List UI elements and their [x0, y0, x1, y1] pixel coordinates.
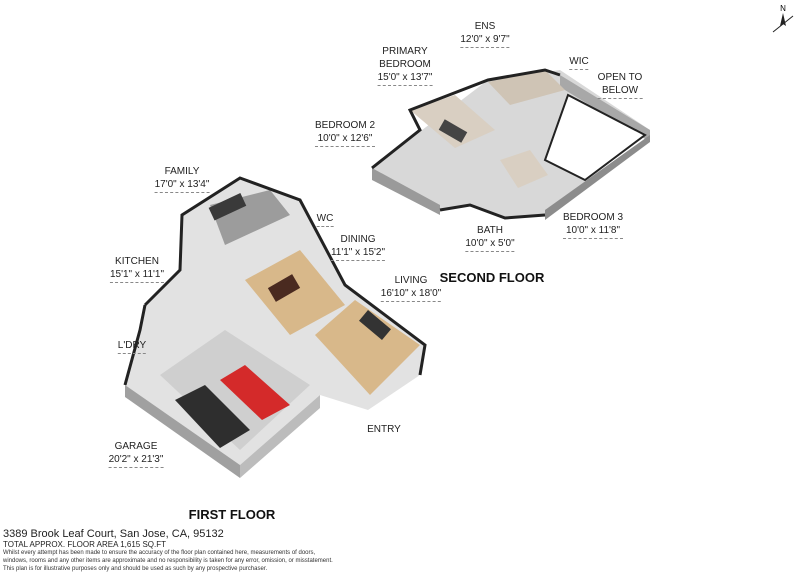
room-dims: 10'0" x 5'0"	[465, 237, 515, 252]
second-floor-title: SECOND FLOOR	[439, 270, 545, 285]
room-label-bedroom-3: BEDROOM 3 10'0" x 11'8"	[562, 211, 624, 239]
room-name: WC	[316, 212, 334, 227]
room-label-dining: DINING 11'1" x 15'2"	[330, 233, 386, 261]
compass: N	[770, 2, 796, 38]
room-dims: 12'0" x 9'7"	[460, 33, 510, 48]
room-name: WIC	[569, 55, 589, 70]
room-dims: 11'1" x 15'2"	[330, 246, 386, 261]
room-label-primary-bedroom: PRIMARY BEDROOM 15'0" x 13'7"	[377, 45, 433, 86]
first-floor-title: FIRST FLOOR	[188, 507, 276, 522]
room-dims: 10'0" x 12'6"	[314, 132, 376, 147]
room-label-wc: WC	[316, 212, 334, 227]
room-dims: 17'0" x 13'4"	[154, 178, 210, 193]
room-label-open-to-below: OPEN TO BELOW	[597, 71, 643, 99]
room-name: LIVING	[394, 275, 428, 286]
room-label-garage: GARAGE 20'2" x 21'3"	[108, 440, 164, 468]
room-name: BELOW	[597, 84, 643, 99]
second-floor-plan	[371, 68, 650, 220]
room-name: PRIMARY	[382, 46, 428, 57]
room-name: BEDROOM	[379, 59, 431, 70]
room-dims: 15'0" x 13'7"	[377, 71, 433, 86]
room-label-bedroom-2: BEDROOM 2 10'0" x 12'6"	[314, 119, 376, 147]
first-floor-plan	[123, 176, 427, 478]
total-area: TOTAL APPROX. FLOOR AREA 1,615 SQ.FT	[3, 540, 167, 549]
disclaimer-line: Whilst every attempt has been made to en…	[3, 550, 316, 556]
room-name: OPEN TO	[597, 72, 643, 83]
address: 3389 Brook Leaf Court, San Jose, CA, 951…	[3, 528, 224, 540]
room-label-bath: BATH 10'0" x 5'0"	[465, 224, 515, 252]
room-dims: 16'10" x 18'0"	[380, 287, 442, 302]
room-name: BEDROOM 2	[314, 120, 376, 131]
compass-label: N	[780, 4, 786, 13]
disclaimer-line: This plan is for illustrative purposes o…	[3, 566, 268, 572]
room-name: ENS	[474, 21, 496, 32]
room-dims: 10'0" x 11'8"	[562, 224, 624, 239]
room-name: ENTRY	[367, 424, 401, 435]
room-label-family: FAMILY 17'0" x 13'4"	[154, 165, 210, 193]
room-dims: 20'2" x 21'3"	[108, 453, 164, 468]
room-name: BATH	[477, 225, 503, 236]
room-name: FAMILY	[164, 166, 200, 177]
room-label-laundry: L'DRY	[117, 339, 147, 354]
disclaimer-line: windows, rooms and any other items are a…	[3, 558, 333, 564]
room-label-wic: WIC	[569, 55, 589, 70]
room-dims: 15'1" x 11'1"	[109, 268, 165, 283]
room-label-living: LIVING 16'10" x 18'0"	[380, 274, 442, 302]
room-name: KITCHEN	[115, 256, 159, 267]
north-arrow-icon: N	[772, 4, 794, 33]
room-name: GARAGE	[114, 441, 158, 452]
room-name: BEDROOM 3	[562, 212, 624, 223]
footer: 3389 Brook Leaf Court, San Jose, CA, 951…	[3, 528, 333, 573]
room-name: DINING	[340, 234, 376, 245]
room-label-kitchen: KITCHEN 15'1" x 11'1"	[109, 255, 165, 283]
room-label-ens: ENS 12'0" x 9'7"	[460, 20, 510, 48]
room-name: L'DRY	[117, 339, 147, 354]
room-label-entry: ENTRY	[367, 423, 401, 436]
